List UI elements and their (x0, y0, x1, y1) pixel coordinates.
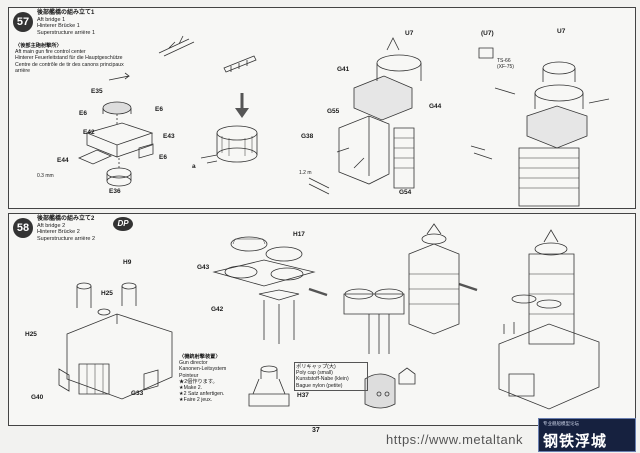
note-de: ★2 Satz anfertigen. (179, 391, 225, 398)
gun-jp: 〈機銃射撃装置〉 (179, 354, 221, 360)
polycap-caption: ポリキャップ(大) Poly cap (small) Kunststoff-Na… (294, 362, 368, 391)
part-h17: H17 (293, 231, 305, 238)
wire-length-a: 0.3 mm (37, 173, 54, 179)
part-g33: G33 (131, 390, 144, 397)
wire-length-b: 1.2 m (299, 170, 312, 176)
logo-tagline: 专业舰船模型论坛 (543, 421, 579, 426)
part-g40: G40 (31, 394, 44, 401)
step-number: 57 (13, 12, 33, 32)
part-e35: E35 (91, 88, 103, 95)
part-u7: U7 (405, 30, 414, 37)
poly-en: Poly cap (small) (296, 370, 333, 377)
dp-badge: DP (113, 217, 133, 231)
part-u7: U7 (557, 28, 566, 35)
part-g44: G44 (429, 103, 442, 110)
heading-jp: 後部艦橋の組み立て2 (37, 216, 95, 222)
part-u7-paren: (U7) (481, 30, 494, 37)
gun-en: Gun director (179, 360, 208, 367)
part-h9: H9 (123, 259, 132, 266)
poly-jp: ポリキャップ(大) (296, 364, 336, 370)
part-e6: E6 (155, 106, 163, 113)
ref-a: a (192, 163, 196, 170)
part-g54: G54 (399, 189, 412, 196)
part-g38: G38 (301, 133, 314, 140)
part-h25: H25 (25, 331, 37, 338)
step-58-diagram (58, 223, 600, 410)
part-e44: E44 (57, 157, 69, 164)
heading-en: Aft bridge 2 (37, 222, 66, 229)
step-number: 58 (13, 218, 33, 238)
heading-jp: 後部艦橋の組み立て1 (37, 10, 95, 16)
page-number: 37 (312, 427, 320, 434)
paint-xf75: (XF-75) (497, 64, 514, 70)
heading-de: Hinterer Brücke 1 (37, 23, 80, 29)
source-url: https://www.metaltank (386, 432, 523, 447)
sub-de: Hinterer Feuerleitstand für die Hauptges… (15, 55, 123, 62)
part-e36: E36 (109, 188, 121, 195)
step-58-panel: 58 DP 後部艦橋の組み立て2 Aft bridge 2 Hinterer B… (8, 213, 636, 426)
heading-de: Hinterer Brücke 2 (37, 229, 80, 235)
note-fr: ★Faire 2 jeux. (179, 397, 213, 404)
part-g55: G55 (327, 108, 340, 115)
part-h25: H25 (101, 290, 113, 297)
note-en: ★Make 2. (179, 385, 203, 392)
heading-fr: Superstructure arrière 1 (37, 29, 96, 36)
logo-text: 钢铁浮城 (543, 433, 608, 450)
poly-de: Kunststoff-Nabe (klein) (296, 376, 349, 383)
part-e6: E6 (79, 110, 87, 117)
part-g42: G42 (211, 306, 224, 313)
subassembly-heading: 〈後部主砲射撃所〉 Aft main gun fire control cent… (15, 43, 127, 74)
watermark-logo: 专业舰船模型论坛 钢铁浮城 (538, 418, 636, 452)
step-57-diagram (78, 35, 610, 207)
part-e6: E6 (159, 154, 167, 161)
step-57-panel: 57 後部艦橋の組み立て1 Aft bridge 1 Hinterer Brüc… (8, 7, 636, 209)
gun-de: Kanonen-Leitsystem (179, 366, 227, 373)
heading-fr: Superstructure arrière 2 (37, 235, 96, 242)
step-heading: 後部艦橋の組み立て1 Aft bridge 1 Hinterer Brücke … (37, 10, 95, 36)
step-heading: 後部艦橋の組み立て2 Aft bridge 2 Hinterer Brücke … (37, 216, 95, 242)
sub-en: Aft main gun fire control center (15, 49, 86, 56)
paint-ts66: TS-66 (497, 58, 511, 64)
heading-en: Aft bridge 1 (37, 16, 66, 23)
gun-director-caption: 〈機銃射撃装置〉 Gun director Kanonen-Leitsystem… (179, 354, 259, 404)
part-g43: G43 (197, 264, 210, 271)
note-jp: ★2個作ります。 (179, 378, 218, 385)
part-e43: E43 (163, 133, 175, 140)
gun-fr: Pointeur (179, 372, 199, 379)
sub-fr: Centre de contrôle de tir des canons pri… (15, 61, 124, 74)
part-h37: H37 (297, 392, 309, 399)
sub-jp: 〈後部主砲射撃所〉 (15, 43, 62, 49)
poly-fr: Bague nylon (petite) (296, 382, 343, 389)
part-g41: G41 (337, 66, 350, 73)
part-e42: E42 (83, 129, 95, 136)
